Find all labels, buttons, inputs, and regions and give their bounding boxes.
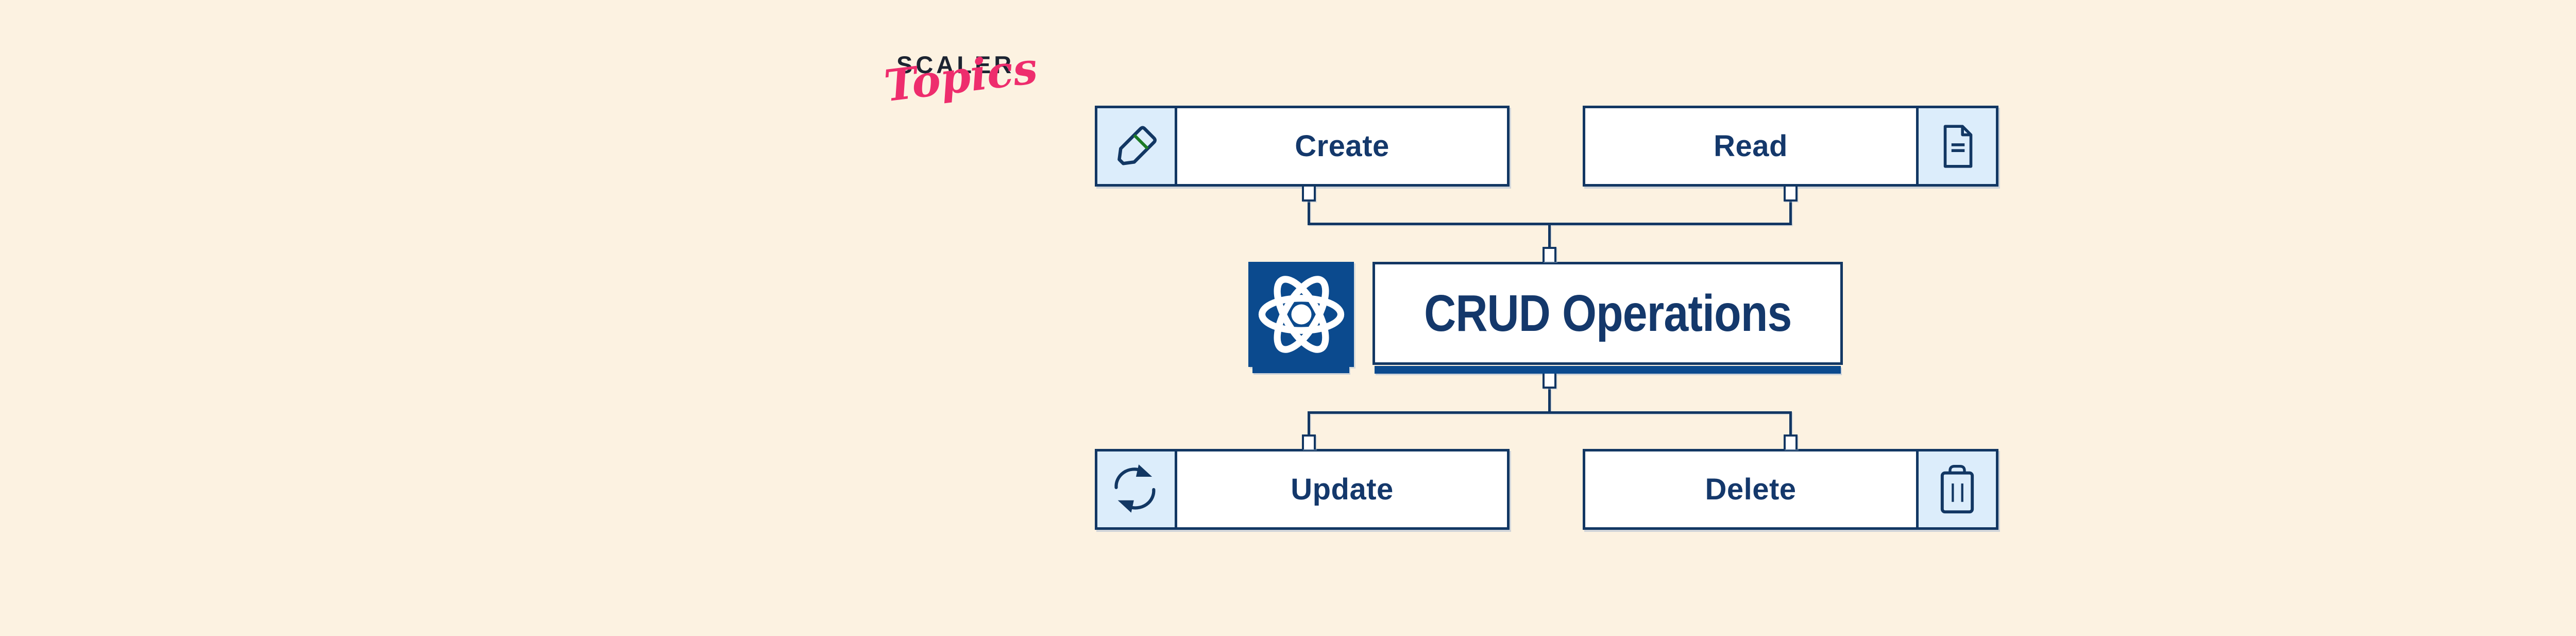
node-read: Read: [1583, 106, 1998, 187]
node-create: Create: [1095, 106, 1510, 187]
node-update-label: Update: [1291, 473, 1394, 506]
node-read-label: Read: [1714, 129, 1788, 163]
node-create-label: Create: [1295, 129, 1389, 163]
connector-stub: [1784, 434, 1798, 449]
react-tile-shadow: [1252, 367, 1349, 373]
connector-line: [1548, 389, 1551, 411]
connector-line: [1789, 201, 1792, 224]
node-update: Update: [1095, 449, 1510, 530]
connector-rail: [1308, 411, 1792, 414]
react-logo-icon: [1248, 262, 1354, 367]
connector-line: [1789, 414, 1792, 434]
crud-box-shadow: [1375, 366, 1841, 374]
document-icon: [1916, 108, 1996, 184]
connector-line: [1548, 225, 1551, 247]
node-delete-label: Delete: [1705, 473, 1797, 506]
connector-line: [1308, 201, 1310, 224]
trash-icon: [1916, 451, 1996, 527]
crud-operations-box: CRUD Operations: [1372, 262, 1843, 365]
connector-stub: [1784, 187, 1798, 202]
connector-stub: [1543, 374, 1556, 389]
crud-operations-title: CRUD Operations: [1423, 284, 1792, 342]
connector-line: [1308, 414, 1310, 434]
connector-stub: [1543, 247, 1556, 262]
connector-stub: [1302, 434, 1316, 449]
refresh-icon: [1097, 451, 1177, 527]
connector-rail: [1308, 223, 1792, 225]
connector-stub: [1302, 187, 1316, 202]
pencil-icon: [1097, 108, 1177, 184]
node-delete: Delete: [1583, 449, 1998, 530]
brand-name: SCALER: [896, 51, 1015, 78]
